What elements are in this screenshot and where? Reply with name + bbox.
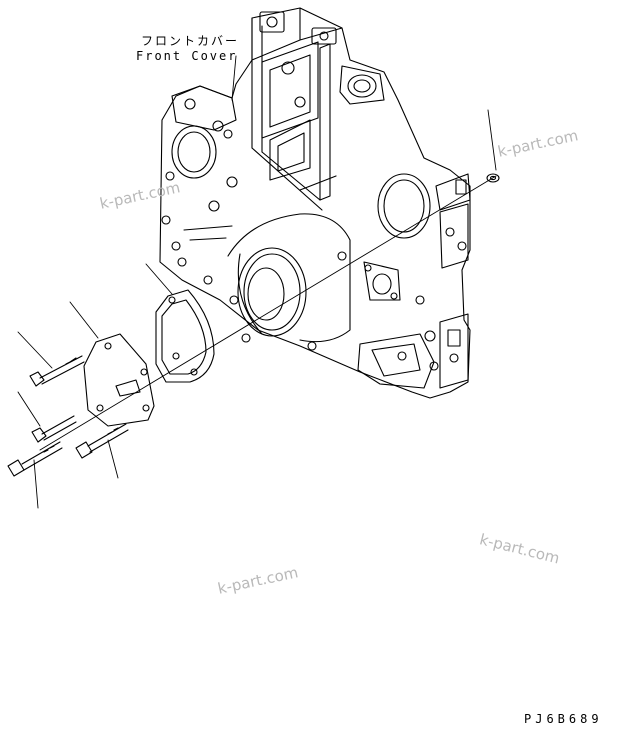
center-line <box>39 175 497 451</box>
leader-lines <box>17 55 497 509</box>
part-name-japanese: フロントカバー <box>141 34 240 48</box>
part-name-english: Front Cover <box>136 49 238 63</box>
bolt-3 <box>7 441 63 477</box>
front-cover-part <box>159 7 471 399</box>
gasket-part <box>155 289 215 383</box>
bolt-2 <box>31 415 77 443</box>
bolt-4 <box>75 423 129 459</box>
drawing-code: PJ6B689 <box>524 712 603 726</box>
washer-part <box>486 173 500 183</box>
bolt-1 <box>29 355 85 387</box>
cover-plate-part <box>83 333 155 427</box>
